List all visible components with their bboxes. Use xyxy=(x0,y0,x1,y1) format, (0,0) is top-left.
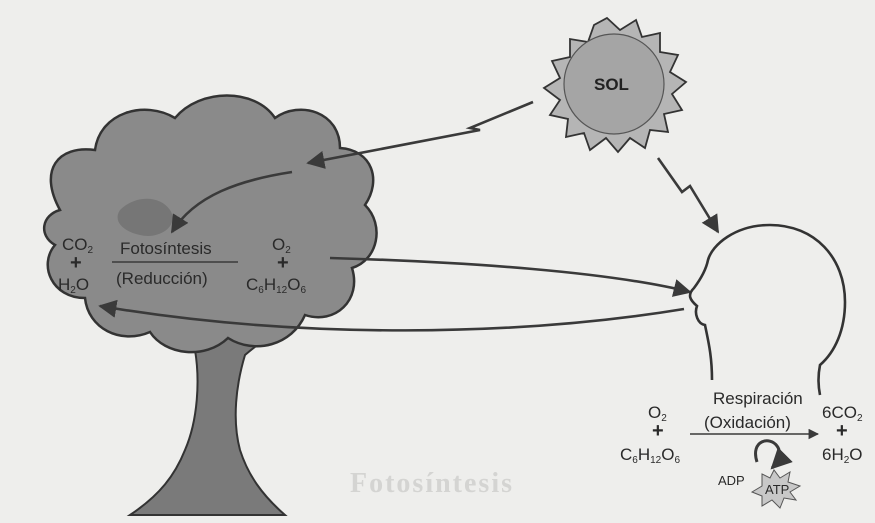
respiration-reactant-glucose: C6H12O6 xyxy=(620,446,680,466)
photosynthesis-reactant-plus: + xyxy=(70,253,82,273)
watermark-text: Fotosíntesis xyxy=(350,470,514,498)
atp-label: ATP xyxy=(765,483,789,496)
tree-canopy xyxy=(44,96,376,353)
sun-label: SOL xyxy=(594,76,629,93)
oxygen-to-person-arrow xyxy=(330,258,690,292)
photosynthesis-type-label: (Reducción) xyxy=(116,270,208,287)
respiration-product-plus: + xyxy=(836,421,848,441)
photosynthesis-product-plus: + xyxy=(277,253,289,273)
respiration-type-label: (Oxidación) xyxy=(704,414,791,431)
respiration-process-label: Respiración xyxy=(713,390,803,407)
respiration-reactant-plus: + xyxy=(652,421,664,441)
photosynthesis-reactant-h2o: H2O xyxy=(58,276,89,296)
person-head xyxy=(690,225,845,395)
adp-label: ADP xyxy=(718,474,745,487)
adp-to-atp-arrow xyxy=(756,441,780,468)
sunlight-to-person-arrow xyxy=(658,158,718,232)
photosynthesis-process-label: Fotosíntesis xyxy=(120,240,212,257)
respiration-product-h2o: 6H2O xyxy=(822,446,863,466)
photosynthesis-product-glucose: C6H12O6 xyxy=(246,276,306,296)
